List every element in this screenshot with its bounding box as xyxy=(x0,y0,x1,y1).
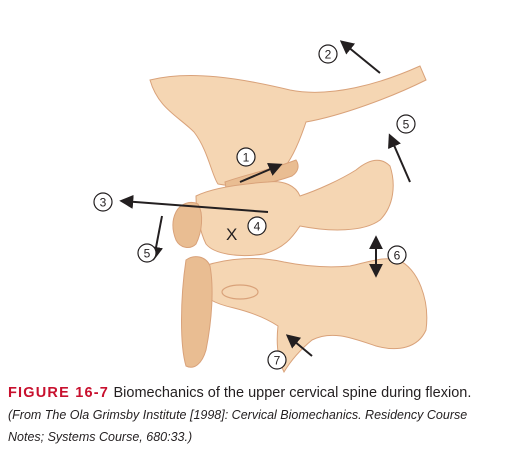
axis-c2-bone xyxy=(198,258,428,374)
arrow-5-right xyxy=(388,133,411,183)
axis-marker-x: X xyxy=(226,225,237,244)
arrow-2 xyxy=(339,40,381,74)
figure-caption: FIGURE 16-7 Biomechanics of the upper ce… xyxy=(8,382,504,448)
arrow-1 xyxy=(239,162,283,183)
svg-text:5: 5 xyxy=(144,247,151,261)
svg-text:1: 1 xyxy=(243,151,250,165)
cervical-spine-figure: X 1 2 3 4 5 5 6 7 xyxy=(93,40,428,374)
callout-4: 4 xyxy=(247,216,267,236)
arrow-3 xyxy=(119,194,269,213)
atlas-anterior-tubercle xyxy=(172,201,203,248)
figure-source: (From The Ola Grimsby Institute [1998]: … xyxy=(8,408,468,444)
svg-text:4: 4 xyxy=(254,220,261,234)
occiput-bone xyxy=(149,65,427,186)
svg-text:7: 7 xyxy=(274,354,281,368)
callout-7: 7 xyxy=(267,350,287,370)
figure-label: FIGURE 16-7 xyxy=(8,385,110,401)
callout-1: 1 xyxy=(236,147,256,167)
svg-text:6: 6 xyxy=(394,249,401,263)
arrow-7 xyxy=(285,334,313,357)
callout-5-right: 5 xyxy=(396,114,416,134)
figure-title: Biomechanics of the upper cervical spine… xyxy=(113,385,472,401)
svg-text:5: 5 xyxy=(403,118,410,132)
axis-c2-body xyxy=(181,256,213,368)
callout-5-left: 5 xyxy=(137,243,157,263)
svg-text:2: 2 xyxy=(325,48,332,62)
atlas-c1-bone xyxy=(195,159,394,257)
callout-6: 6 xyxy=(387,245,407,265)
callout-2: 2 xyxy=(318,44,338,64)
svg-text:3: 3 xyxy=(100,196,107,210)
axis-foramen xyxy=(221,284,259,300)
callout-3: 3 xyxy=(93,192,113,212)
